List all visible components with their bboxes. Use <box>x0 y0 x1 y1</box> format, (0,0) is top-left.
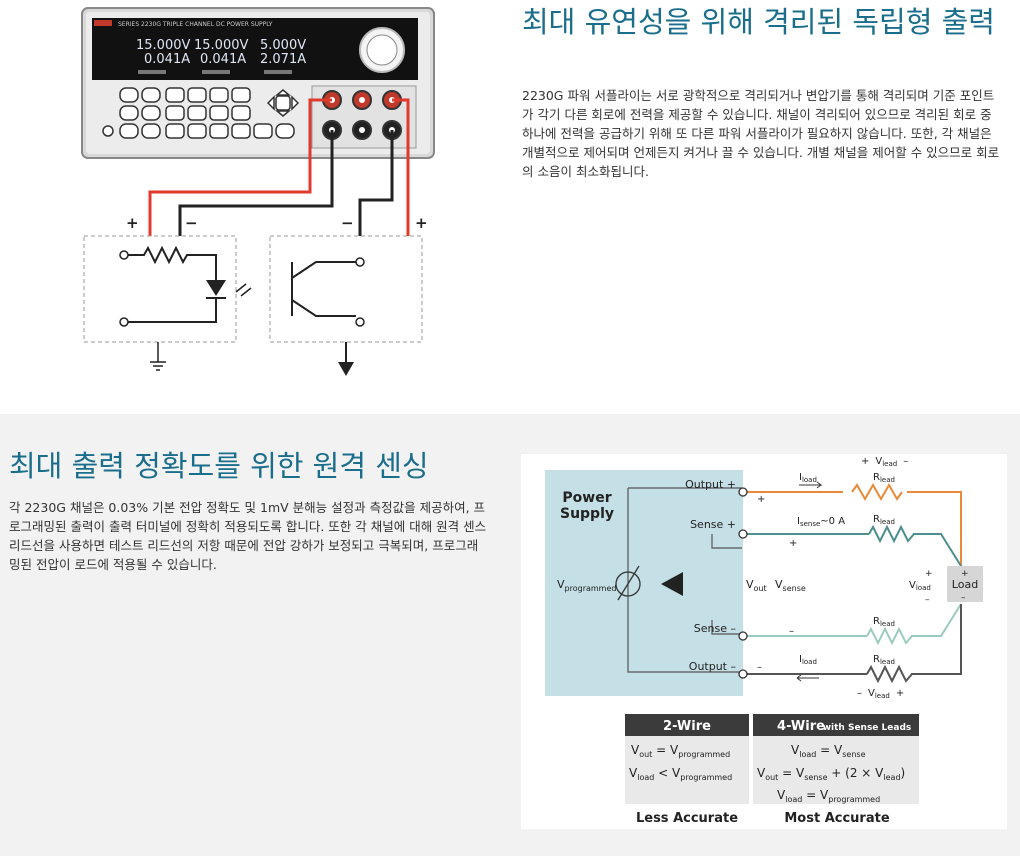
i-load-top: I <box>799 472 802 483</box>
right-minus-label: − <box>341 214 354 232</box>
v-out-label: V <box>746 578 754 591</box>
v-sense-label: V <box>775 578 783 591</box>
remote-sensing-paragraph: 각 2230G 채널은 0.03% 기본 전압 정확도 및 1mV 분해능 설정… <box>9 500 487 572</box>
ch3-current: 2.071A <box>260 52 306 67</box>
svg-text:SERIES 2230G TRIPLE CHANNEL DC: SERIES 2230G TRIPLE CHANNEL DC POWER SUP… <box>118 21 273 28</box>
svg-text:Vsense: Vsense <box>775 578 806 593</box>
isolation-heading: 최대 유연성을 위해 격리된 독립형 출력 <box>522 5 995 39</box>
v-lead-top-sub: lead <box>882 460 897 468</box>
r-lead-4: R <box>873 654 880 665</box>
i-load-top-sub: load <box>802 476 817 484</box>
remote-sensing-heading: 최대 출력 정확도를 위한 원격 센싱 <box>9 449 429 483</box>
i-load-bottom: I <box>799 654 802 665</box>
r-lead-2-sub: lead <box>880 518 895 526</box>
output-minus-label: Output – <box>689 660 736 673</box>
sense-minus-label: Sense – <box>694 622 736 635</box>
v-lead-top-plus: + <box>861 456 869 467</box>
v-lead-bot: V <box>868 688 875 699</box>
v-out-sub: out <box>754 584 767 593</box>
svg-text:Vout: Vout <box>746 578 767 593</box>
two-wire-header: 2-Wire <box>663 719 711 734</box>
svg-text:Iload: Iload <box>799 654 817 666</box>
load-plus: + <box>961 569 969 579</box>
svg-text:Rlead: Rlead <box>873 514 895 526</box>
left-plus-label: + <box>126 214 139 232</box>
svg-text:Rlead: Rlead <box>873 654 895 666</box>
load-box <box>947 566 983 602</box>
v-lead-bot-minus: – <box>857 688 862 699</box>
r-lead-4-sub: lead <box>880 658 895 666</box>
v-lead-bot-plus: + <box>896 688 904 699</box>
r-lead-2: R <box>873 514 880 525</box>
svg-text:Vout = Vsense + (2 × Vlead): Vout = Vsense + (2 × Vlead) <box>757 766 905 782</box>
r-lead-1-sub: lead <box>880 476 895 484</box>
ch1-current: 0.041A <box>144 52 190 67</box>
four-wire-header: 4-Wire <box>777 719 825 734</box>
svg-text:Vload: Vload <box>909 580 931 592</box>
v-lead-top: V <box>875 456 882 467</box>
power-label-line2: Supply <box>560 506 614 522</box>
sm-minus-sign: – <box>789 626 794 637</box>
r-lead-3: R <box>873 616 880 627</box>
v-programmed-sub: programmed <box>565 584 617 593</box>
v-load-sub: load <box>916 584 931 592</box>
i-load-bottom-sub: load <box>802 658 817 666</box>
four-wire-subheader: with Sense Leads <box>823 723 912 733</box>
ch1-voltage: 15.000V <box>136 38 190 53</box>
v-load-label: V <box>909 580 916 591</box>
svg-text:–Vlead+: –Vlead + <box>857 688 904 700</box>
v-lead-top-minus: – <box>903 456 908 467</box>
v-load-plus: + <box>925 569 933 579</box>
op-plus-sign: + <box>757 494 765 505</box>
svg-text:Isense~0 A: Isense~0 A <box>797 516 845 528</box>
right-plus-label: + <box>415 214 428 232</box>
i-sense-value: ~0 A <box>820 516 845 527</box>
svg-text:Iload: Iload <box>799 472 817 484</box>
sense-plus-label: Sense + <box>690 518 736 531</box>
r-lead-1: R <box>873 472 880 483</box>
v-lead-bot-sub: lead <box>875 692 890 700</box>
v-programmed-label: V <box>557 578 565 591</box>
ch2-voltage: 15.000V <box>194 38 248 53</box>
r-lead-3-sub: lead <box>880 620 895 628</box>
load-minus: – <box>961 593 966 603</box>
v-load-minus: – <box>925 595 930 605</box>
i-sense-label: I <box>797 516 800 527</box>
isolated-outputs-figure: SERIES 2230G TRIPLE CHANNEL DC POWER SUP… <box>81 7 435 376</box>
left-minus-label: − <box>185 214 198 232</box>
power-supply-panel <box>545 470 743 696</box>
power-label-line1: Power <box>562 490 611 506</box>
less-accurate-label: Less Accurate <box>636 811 738 826</box>
i-sense-sub: sense <box>800 520 820 528</box>
svg-text:Rlead: Rlead <box>873 616 895 628</box>
ch2-current: 0.041A <box>200 52 246 67</box>
output-plus-label: Output + <box>685 478 736 491</box>
load-label: Load <box>952 578 978 591</box>
svg-text:+Vlead–: + Vlead– <box>861 456 908 468</box>
svg-text:Vprogrammed: Vprogrammed <box>557 578 616 593</box>
most-accurate-label: Most Accurate <box>784 811 889 826</box>
isolation-paragraph: 2230G 파워 서플라이는 서로 광학적으로 격리되거나 변압기를 통해 격리… <box>522 88 1000 179</box>
om-minus-sign: – <box>757 662 762 673</box>
remote-sensing-diagram: Power Supply Vprogrammed Vout Vsense Out… <box>521 454 1007 829</box>
v-sense-sub: sense <box>783 584 806 593</box>
svg-text:Rlead: Rlead <box>873 472 895 484</box>
sp-plus-sign: + <box>789 538 797 549</box>
ch3-voltage: 5.000V <box>260 38 306 53</box>
